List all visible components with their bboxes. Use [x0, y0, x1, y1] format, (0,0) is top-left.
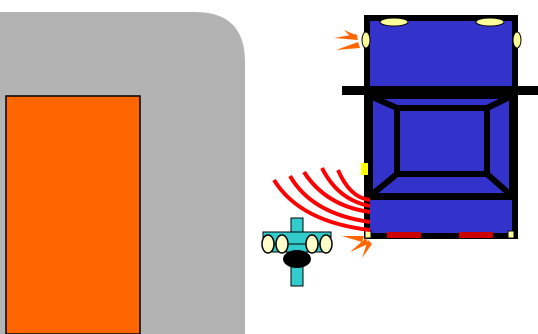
building-icon [5, 95, 141, 334]
turn-signal-icon [334, 30, 360, 50]
rear-warning-spark-icon [342, 236, 372, 258]
taillight-left [387, 232, 421, 238]
headlight-right [475, 17, 505, 27]
headlight-left [379, 17, 409, 27]
proximity-warning-arcs-icon [272, 167, 371, 232]
pedestrian-icon [261, 217, 333, 287]
pedestrian-head [283, 250, 311, 268]
car-roof [394, 105, 490, 177]
taillight-right [459, 232, 493, 238]
side-marker-light [361, 163, 368, 175]
car-icon [342, 15, 538, 239]
